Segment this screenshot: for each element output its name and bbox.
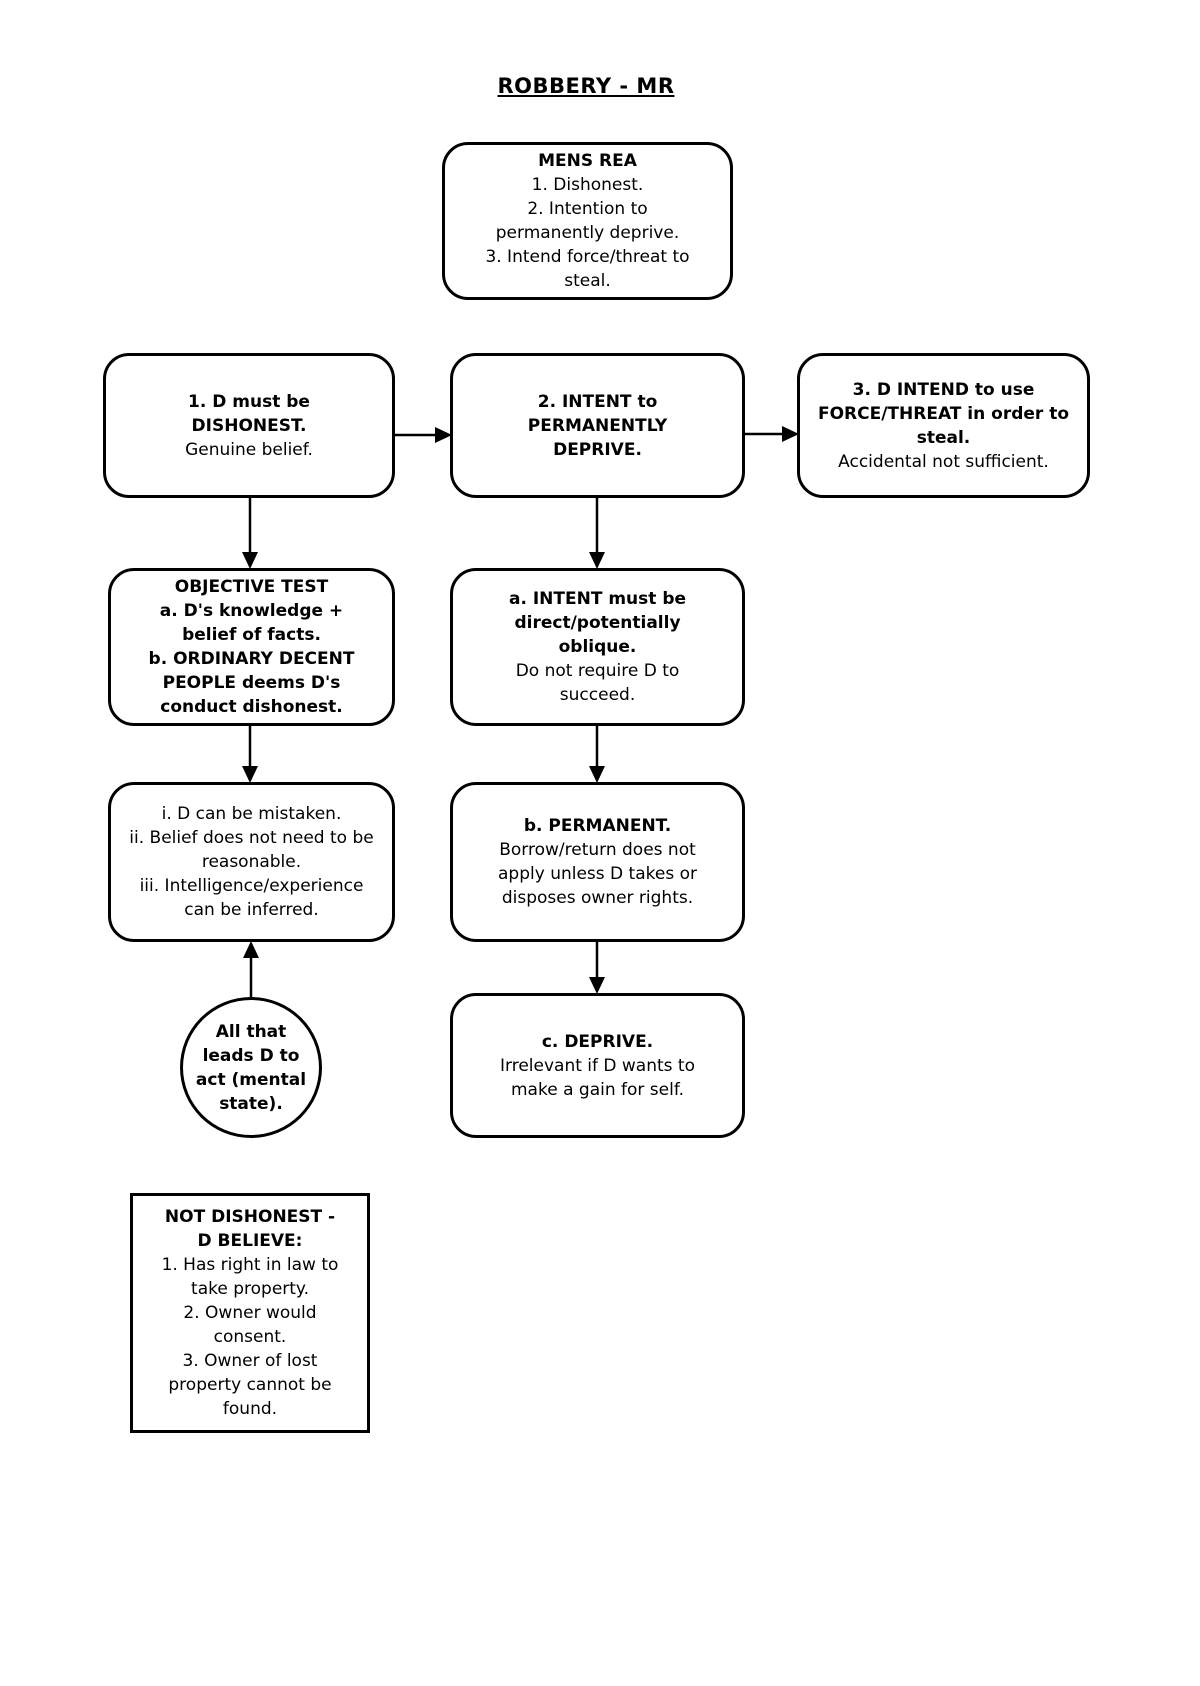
arrow-intent-to-force-threat <box>745 426 799 442</box>
objective-test-box: OBJECTIVE TEST a. D's knowledge + belief… <box>108 568 395 726</box>
arrow-intent-to-intent-direct <box>589 498 605 569</box>
force-threat-content: 3. D INTEND to use FORCE/THREAT in order… <box>800 378 1087 474</box>
not-dishonest-box: NOT DISHONEST - D BELIEVE: 1. Has right … <box>130 1193 370 1433</box>
intent-content: 2. INTENT to PERMANENTLY DEPRIVE. <box>453 390 742 462</box>
not-dishonest-content: NOT DISHONEST - D BELIEVE: 1. Has right … <box>133 1205 367 1421</box>
deprive-box: c. DEPRIVE. Irrelevant if D wants to mak… <box>450 993 745 1138</box>
not-dishonest-item-2: 2. Owner would consent. <box>183 1303 317 1347</box>
objective-test-content: OBJECTIVE TEST a. D's knowledge + belief… <box>111 575 392 719</box>
not-dishonest-item-1: 1. Has right in law to take property. <box>161 1255 339 1299</box>
mistaken-belief-item-ii: ii. Belief does not need to be reasonabl… <box>129 828 374 872</box>
arrow-permanent-to-deprive <box>589 942 605 994</box>
mistaken-belief-box: i. D can be mistaken. ii. Belief does no… <box>108 782 395 942</box>
arrow-dishonest-to-objective-test <box>242 498 258 569</box>
dishonest-bold-text: 1. D must be DISHONEST. <box>188 391 310 436</box>
intent-direct-content: a. INTENT must be direct/potentially obl… <box>453 587 742 707</box>
dishonest-content: 1. D must be DISHONEST. Genuine belief. <box>106 390 392 462</box>
arrow-objective-test-to-mistaken-belief <box>242 726 258 783</box>
permanent-content: b. PERMANENT. Borrow/return does not app… <box>453 814 742 910</box>
force-threat-normal-text: Accidental not sufficient. <box>838 451 1049 472</box>
mens-rea-item-3: 3. Intend force/threat to steal. <box>485 247 690 291</box>
dishonest-normal-text: Genuine belief. <box>185 439 313 460</box>
intent-direct-bold-text: a. INTENT must be direct/potentially obl… <box>508 589 687 657</box>
intent-bold-text: 2. INTENT to PERMANENTLY DEPRIVE. <box>527 391 668 460</box>
permanent-box: b. PERMANENT. Borrow/return does not app… <box>450 782 745 942</box>
deprive-content: c. DEPRIVE. Irrelevant if D wants to mak… <box>453 1030 742 1102</box>
intent-direct-box: a. INTENT must be direct/potentially obl… <box>450 568 745 726</box>
mental-state-content: All that leads D to act (mental state). <box>183 1020 319 1116</box>
objective-test-item-b: b. ORDINARY DECENT PEOPLE deems D's cond… <box>148 649 355 717</box>
objective-test-heading: OBJECTIVE TEST <box>174 577 329 597</box>
mens-rea-heading: MENS REA <box>538 151 637 171</box>
page-title: ROBBERY - MR <box>497 74 675 98</box>
arrow-mental-state-to-mistaken-belief <box>243 941 259 997</box>
mistaken-belief-item-i: i. D can be mistaken. <box>161 804 342 824</box>
not-dishonest-heading: NOT DISHONEST - D BELIEVE: <box>164 1207 336 1251</box>
mens-rea-box: MENS REA 1. Dishonest. 2. Intention to p… <box>442 142 733 300</box>
dishonest-box: 1. D must be DISHONEST. Genuine belief. <box>103 353 395 498</box>
permanent-normal-text: Borrow/return does not apply unless D ta… <box>498 840 697 908</box>
mens-rea-item-1: 1. Dishonest. <box>531 175 644 195</box>
not-dishonest-item-3: 3. Owner of lost property cannot be foun… <box>168 1351 332 1419</box>
deprive-normal-text: Irrelevant if D wants to make a gain for… <box>500 1055 695 1100</box>
mens-rea-content: MENS REA 1. Dishonest. 2. Intention to p… <box>445 149 730 293</box>
force-threat-bold-text: 3. D INTEND to use FORCE/THREAT in order… <box>817 379 1070 448</box>
deprive-bold-text: c. DEPRIVE. <box>541 1031 654 1052</box>
intent-box: 2. INTENT to PERMANENTLY DEPRIVE. <box>450 353 745 498</box>
mens-rea-item-2: 2. Intention to permanently deprive. <box>495 199 680 243</box>
mental-state-text: All that leads D to act (mental state). <box>195 1021 307 1114</box>
arrow-intent-direct-to-permanent <box>589 726 605 783</box>
mental-state-circle: All that leads D to act (mental state). <box>180 997 322 1138</box>
mistaken-belief-content: i. D can be mistaken. ii. Belief does no… <box>111 802 392 922</box>
permanent-bold-text: b. PERMANENT. <box>523 816 672 836</box>
objective-test-item-a: a. D's knowledge + belief of facts. <box>159 601 344 645</box>
mistaken-belief-item-iii: iii. Intelligence/experience can be infe… <box>139 876 364 920</box>
arrow-dishonest-to-intent <box>395 427 452 443</box>
intent-direct-normal-text: Do not require D to succeed. <box>515 661 680 705</box>
force-threat-box: 3. D INTEND to use FORCE/THREAT in order… <box>797 353 1090 498</box>
